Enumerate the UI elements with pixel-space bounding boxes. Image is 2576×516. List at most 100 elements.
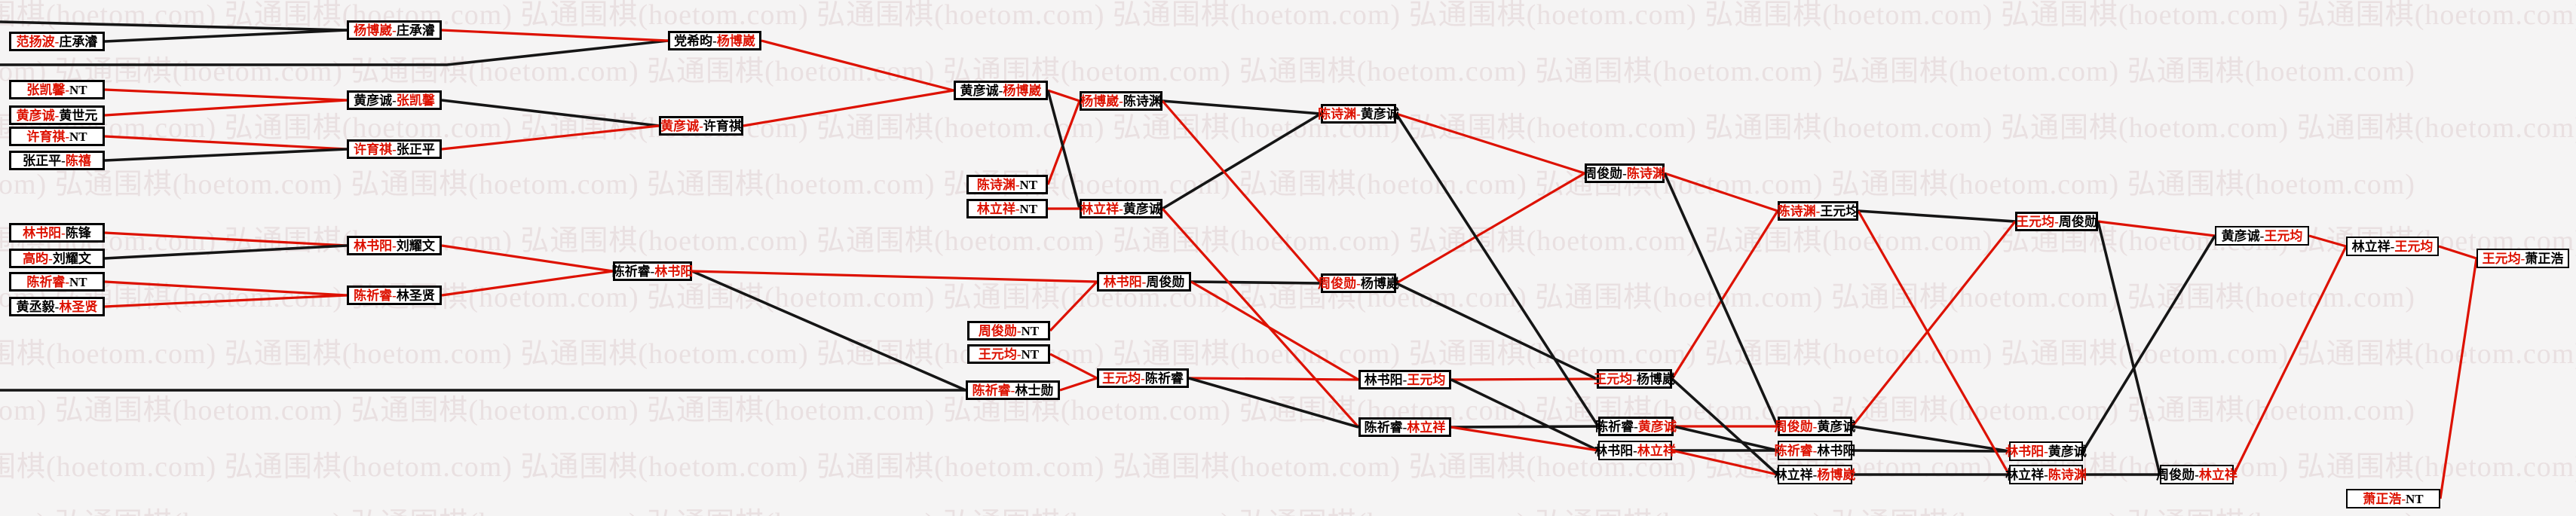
match-box-r3-3: 陈祈睿-林书阳 bbox=[612, 261, 693, 281]
player2-name: 王元均 bbox=[2394, 239, 2434, 254]
bracket-line bbox=[1852, 449, 2010, 453]
player2-name: 王元均 bbox=[2264, 228, 2303, 243]
match-box-r1-4: 许育祺-NT bbox=[9, 127, 105, 146]
vs-dash: - bbox=[1402, 372, 1407, 387]
match-box-r4-4: 周俊勋-NT bbox=[967, 321, 1050, 340]
watermark-text: 弘通围棋(hoetom.com) 弘通围棋(hoetom.com) 弘通围棋(h… bbox=[0, 451, 2576, 483]
bracket-line bbox=[104, 148, 348, 162]
bracket-line bbox=[743, 89, 954, 127]
bracket-line bbox=[1395, 172, 1585, 285]
bracket-line bbox=[1059, 377, 1098, 392]
vs-dash: - bbox=[61, 225, 66, 240]
match-box-r2-1: 杨博崴-庄承濬 bbox=[347, 20, 442, 40]
watermark-text: 弘通围棋(hoetom.com) 弘通围棋(hoetom.com) 弘通围棋(h… bbox=[0, 338, 2576, 370]
player1-name: 林立祥 bbox=[1774, 467, 1813, 482]
vs-dash: - bbox=[1356, 276, 1361, 291]
player2-name: 杨博崴 bbox=[716, 33, 755, 48]
match-box-r1-9: 黄丞毅-林圣贤 bbox=[9, 297, 105, 316]
vs-dash: - bbox=[2401, 491, 2406, 506]
bracket-line bbox=[1450, 426, 1599, 452]
player1-name: 陈祈睿 bbox=[1595, 419, 1634, 434]
match-box-r1-1: 范扬波-庄承濬 bbox=[9, 32, 105, 51]
bracket-line bbox=[1395, 282, 1597, 380]
vs-dash: - bbox=[1812, 467, 1818, 482]
player1-name: 黄彦诚 bbox=[960, 83, 999, 98]
bracket-line bbox=[1450, 378, 1599, 452]
match-box-r7-4: 林书阳-林立祥 bbox=[1594, 441, 1676, 460]
bracket-line bbox=[1395, 112, 1585, 175]
bracket-line bbox=[691, 270, 1098, 283]
bracket-line bbox=[1671, 377, 1779, 476]
bracket-line bbox=[1162, 112, 1322, 210]
bracket-line bbox=[104, 99, 348, 117]
match-box-r10-2: 周俊勋-林立祥 bbox=[2156, 465, 2238, 484]
player2-name: 林圣贤 bbox=[59, 299, 98, 314]
bracket-line bbox=[104, 244, 348, 260]
match-box-r4-1: 黄彦诚-杨博崴 bbox=[954, 81, 1048, 100]
player1-name: 黄丞毅 bbox=[16, 299, 55, 314]
bracket-line bbox=[1858, 209, 2016, 223]
vs-dash: - bbox=[54, 108, 60, 123]
player2-name: NT bbox=[69, 129, 87, 144]
bracket-line bbox=[441, 99, 660, 127]
player2-name: 陈禧 bbox=[65, 153, 91, 168]
player1-name: 陈祈睿 bbox=[972, 383, 1011, 398]
player1-name: 林书阳 bbox=[1103, 274, 1142, 289]
vs-dash: - bbox=[48, 251, 53, 266]
player2-name: 杨博崴 bbox=[1360, 276, 1399, 291]
vs-dash: - bbox=[65, 274, 70, 289]
vs-dash: - bbox=[1141, 274, 1147, 289]
vs-dash: - bbox=[54, 299, 60, 314]
player2-name: 杨博崴 bbox=[1003, 83, 1042, 98]
match-box-r9-3: 林立祥-陈诗渊 bbox=[2005, 465, 2087, 484]
bracket-line bbox=[1161, 207, 1360, 429]
player2-name: 庄承濬 bbox=[59, 34, 98, 49]
match-box-r5-1: 杨博崴-陈诗渊 bbox=[1080, 91, 1162, 111]
vs-dash: - bbox=[392, 23, 397, 38]
vs-dash: - bbox=[1016, 347, 1022, 362]
match-box-r4-5: 王元均-NT bbox=[967, 344, 1050, 364]
bracket-line bbox=[2097, 220, 2216, 237]
player1-name: 林立祥 bbox=[976, 201, 1015, 216]
player2-name: 黄彦诚 bbox=[1360, 106, 1399, 121]
player2-name: 林立祥 bbox=[1637, 443, 1676, 458]
player1-name: 张正平 bbox=[23, 153, 62, 168]
match-box-r8-1: 陈诗渊-王元均 bbox=[1778, 201, 1858, 221]
player1-name: 陈诗渊 bbox=[1318, 106, 1357, 121]
vs-dash: - bbox=[1815, 203, 1821, 218]
watermark-text: 弘通围棋(hoetom.com) 弘通围棋(hoetom.com) 弘通围棋(h… bbox=[0, 395, 2415, 426]
bracket-line bbox=[1450, 377, 1597, 381]
watermark-text: 弘通围棋(hoetom.com) 弘通围棋(hoetom.com) 弘通围棋(h… bbox=[0, 112, 2576, 144]
vs-dash: - bbox=[2390, 239, 2395, 254]
vs-dash: - bbox=[1141, 371, 1145, 386]
match-box-r7-3: 陈祈睿-黄彦诚 bbox=[1595, 417, 1677, 436]
bracket-line bbox=[1046, 100, 1081, 185]
player1-name: 周俊勋 bbox=[2156, 467, 2195, 482]
bracket-line bbox=[104, 29, 348, 43]
player1-name: 黄彦诚 bbox=[2221, 228, 2260, 243]
bracket-line bbox=[1047, 89, 1080, 102]
bracket-line bbox=[441, 29, 669, 42]
bracket-line bbox=[104, 294, 348, 308]
bracket-line bbox=[1161, 99, 1322, 285]
player2-name: NT bbox=[1019, 177, 1038, 192]
vs-dash: - bbox=[2054, 214, 2059, 229]
bracket-line bbox=[2097, 221, 2161, 475]
match-box-r1-8: 陈祈睿-NT bbox=[9, 272, 105, 292]
player1-name: 王元均 bbox=[2482, 251, 2521, 266]
player2-name: 庄承濬 bbox=[396, 23, 435, 38]
vs-dash: - bbox=[1356, 106, 1361, 121]
bracket-line bbox=[1049, 280, 1098, 332]
vs-dash: - bbox=[65, 129, 70, 144]
match-box-r11-1: 林立祥-王元均 bbox=[2346, 237, 2439, 256]
player2-name: NT bbox=[1021, 323, 1040, 338]
bracket-line bbox=[1673, 425, 1778, 452]
player1-name: 王元均 bbox=[2016, 214, 2055, 229]
bracket-line bbox=[1049, 353, 1098, 380]
player1-name: 王元均 bbox=[978, 347, 1017, 362]
vs-dash: - bbox=[2044, 467, 2048, 482]
watermark-text: 弘通围棋(hoetom.com) 弘通围棋(hoetom.com) 弘通围棋(h… bbox=[0, 169, 2415, 200]
player2-name: 周俊勋 bbox=[2058, 214, 2097, 229]
